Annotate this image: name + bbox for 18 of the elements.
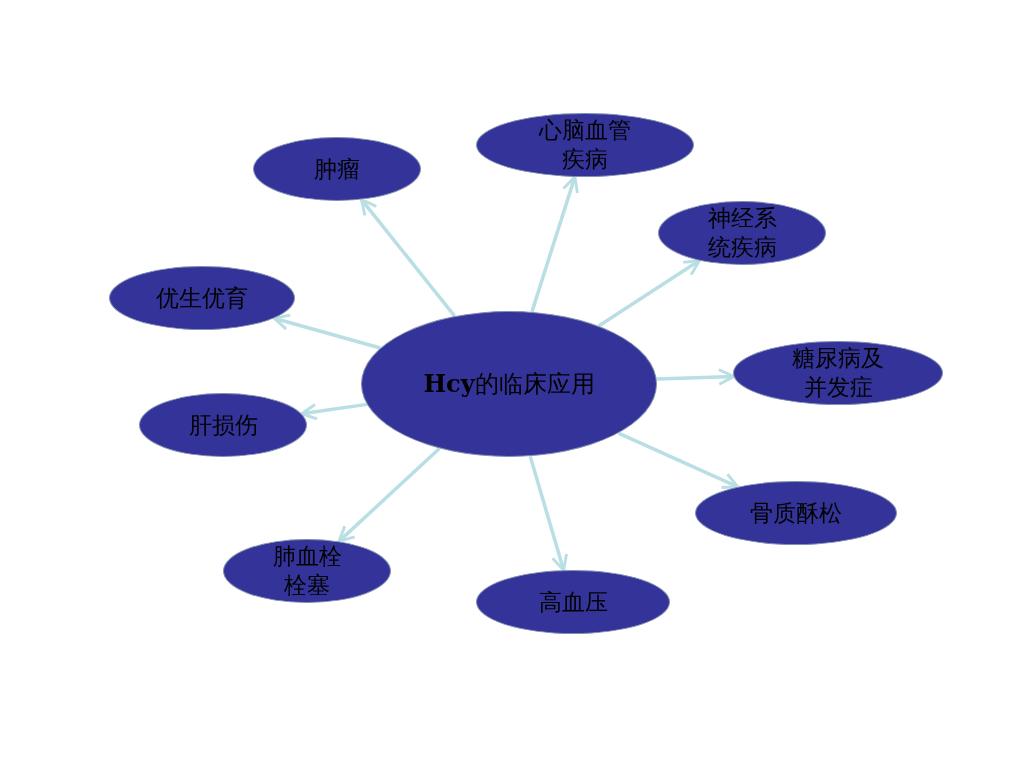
- arrow: [272, 313, 381, 350]
- arrow: [617, 431, 740, 489]
- topic-label: 骨质酥松: [749, 498, 843, 528]
- arrow: [528, 455, 568, 572]
- arrow: [337, 447, 441, 543]
- topic-label: 肺血栓栓塞: [271, 542, 343, 600]
- arrow: [530, 175, 579, 313]
- topic-label: 心脑血管疾病: [538, 116, 632, 174]
- topic-label: 糖尿病及并发症: [791, 344, 885, 402]
- topic-label: 肝损伤: [187, 410, 259, 440]
- topic-label: 神经系统疾病: [706, 204, 778, 262]
- topic-label: Hcy的临床应用: [422, 369, 596, 399]
- topic-label: 优生优育: [155, 283, 249, 313]
- topic-label: 肿瘤: [313, 154, 361, 184]
- arrow: [300, 402, 368, 421]
- topic-label: 高血压: [537, 587, 609, 617]
- arrow: [360, 198, 457, 318]
- arrow: [597, 259, 701, 328]
